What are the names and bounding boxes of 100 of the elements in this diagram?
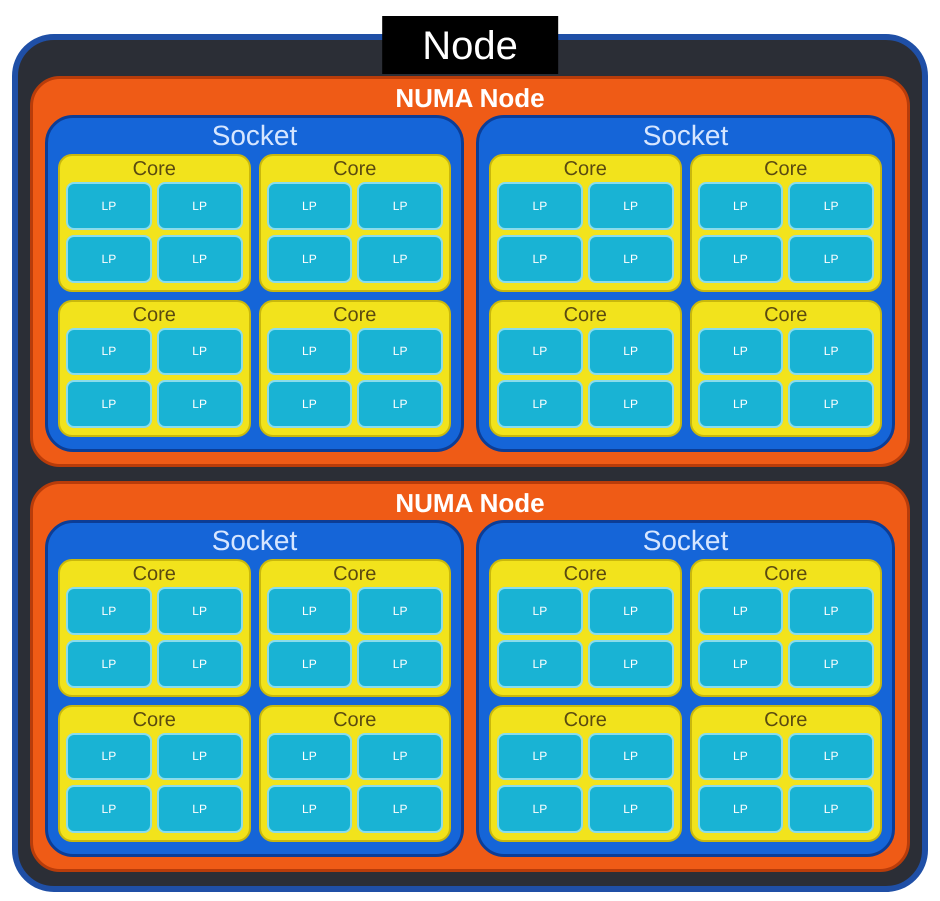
core-panel xyxy=(489,559,682,696)
core-title: Core xyxy=(764,564,808,584)
lp-tile: LP xyxy=(497,234,583,282)
lp-tile: LP xyxy=(588,328,674,376)
lp-tile: LP xyxy=(357,182,443,230)
lp-tile: LP xyxy=(788,640,874,688)
core-title: Core xyxy=(564,710,607,730)
lp-tile: LP xyxy=(698,380,784,428)
core-panel xyxy=(258,559,451,696)
lp-tile: LP xyxy=(266,182,352,230)
socket-panel xyxy=(45,115,464,452)
lp-tile: LP xyxy=(357,380,443,428)
core-title: Core xyxy=(132,564,176,584)
lp-tile: LP xyxy=(588,785,674,833)
lp-tile: LP xyxy=(266,380,352,428)
lp-tile: LP xyxy=(788,380,874,428)
lp-tile: LP xyxy=(588,732,674,780)
core-panel xyxy=(258,300,451,437)
lp-tile: LP xyxy=(497,732,583,780)
lp-tile: LP xyxy=(788,785,874,833)
lp-tile: LP xyxy=(266,587,352,635)
lp-tile: LP xyxy=(357,732,443,780)
numa-node-title: NUMA Node xyxy=(395,85,545,111)
core-panel xyxy=(489,300,682,437)
lp-tile: LP xyxy=(66,640,152,688)
lp-tile: LP xyxy=(497,785,583,833)
core-title: Core xyxy=(764,710,808,730)
socket-title: Socket xyxy=(642,122,728,150)
lp-tile: LP xyxy=(788,732,874,780)
lp-tile: LP xyxy=(788,587,874,635)
numa-node-panel xyxy=(30,481,910,872)
lp-tile: LP xyxy=(698,640,784,688)
socket-title: Socket xyxy=(642,527,728,555)
lp-tile: LP xyxy=(788,182,874,230)
lp-tile: LP xyxy=(497,380,583,428)
lp-tile: LP xyxy=(156,732,242,780)
lp-tile: LP xyxy=(588,234,674,282)
core-panel xyxy=(690,154,882,292)
socket-panel xyxy=(476,520,895,857)
lp-tile: LP xyxy=(497,587,583,635)
core-panel xyxy=(58,559,250,696)
socket-panel xyxy=(45,520,464,857)
core-title: Core xyxy=(333,564,376,584)
lp-tile: LP xyxy=(66,328,152,376)
lp-tile: LP xyxy=(266,640,352,688)
lp-tile: LP xyxy=(66,380,152,428)
lp-tile: LP xyxy=(66,587,152,635)
lp-tile: LP xyxy=(357,640,443,688)
core-title: Core xyxy=(132,304,176,324)
core-panel xyxy=(58,154,250,292)
lp-tile: LP xyxy=(357,785,443,833)
core-panel xyxy=(58,704,250,842)
lp-tile: LP xyxy=(698,732,784,780)
lp-tile: LP xyxy=(357,328,443,376)
lp-tile: LP xyxy=(66,732,152,780)
lp-tile: LP xyxy=(588,587,674,635)
lp-tile: LP xyxy=(156,234,242,282)
lp-tile: LP xyxy=(588,640,674,688)
lp-tile: LP xyxy=(156,587,242,635)
lp-tile: LP xyxy=(698,328,784,376)
core-title: Core xyxy=(132,159,176,179)
lp-tile: LP xyxy=(698,587,784,635)
lp-tile: LP xyxy=(698,234,784,282)
lp-tile: LP xyxy=(588,182,674,230)
core-title: Core xyxy=(333,710,376,730)
socket-panel xyxy=(476,115,895,452)
lp-tile: LP xyxy=(156,785,242,833)
core-panel xyxy=(258,154,451,292)
lp-tile: LP xyxy=(266,732,352,780)
lp-tile: LP xyxy=(156,640,242,688)
numa-node-panel xyxy=(30,76,910,467)
core-title: Core xyxy=(764,304,808,324)
lp-tile: LP xyxy=(266,234,352,282)
core-panel xyxy=(489,704,682,842)
core-panel xyxy=(690,559,882,696)
core-title: Core xyxy=(564,159,607,179)
lp-tile: LP xyxy=(698,785,784,833)
lp-tile: LP xyxy=(497,328,583,376)
core-panel xyxy=(489,154,682,292)
lp-tile: LP xyxy=(357,587,443,635)
core-title: Core xyxy=(564,304,607,324)
lp-tile: LP xyxy=(156,182,242,230)
lp-tile: LP xyxy=(66,182,152,230)
lp-tile: LP xyxy=(698,182,784,230)
socket-title: Socket xyxy=(212,527,298,555)
lp-tile: LP xyxy=(266,328,352,376)
lp-tile: LP xyxy=(66,234,152,282)
core-title: Core xyxy=(333,159,376,179)
lp-tile: LP xyxy=(497,182,583,230)
lp-tile: LP xyxy=(588,380,674,428)
core-title: Core xyxy=(564,564,607,584)
core-panel xyxy=(690,704,882,842)
lp-tile: LP xyxy=(497,640,583,688)
lp-tile: LP xyxy=(788,328,874,376)
core-panel xyxy=(258,704,451,842)
lp-tile: LP xyxy=(156,380,242,428)
core-panel xyxy=(58,300,250,437)
core-title: Core xyxy=(333,304,376,324)
core-panel xyxy=(690,300,882,437)
lp-tile: LP xyxy=(156,328,242,376)
